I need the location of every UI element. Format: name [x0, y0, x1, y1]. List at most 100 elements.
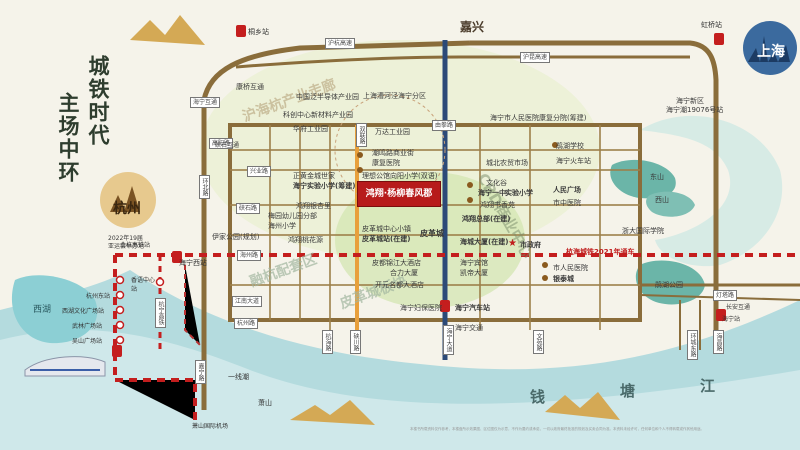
tag-kangqiao: 康桥互通: [236, 83, 264, 91]
hangzhou-note-2: 亚运会举办地: [108, 243, 145, 250]
xiangyu-station: 香语中心站: [131, 277, 156, 293]
hangzhou-east-station-icon: [112, 345, 122, 357]
tag-dingyang: 灯塔路: [713, 290, 738, 301]
place-pidu-hotel: 皮都锦江大酒店: [372, 259, 421, 267]
place-meiyuan: 梅园幼儿园分部: [268, 212, 317, 220]
qiantang-char-1: 钱: [530, 388, 546, 406]
place-hongxiang-yx: 鸿翔银杏里: [296, 202, 331, 210]
tag-wenyuan: 文苑路: [533, 330, 544, 354]
wulin-station: 武林广场站: [72, 323, 103, 330]
place-juanhu-school: 鹃湖学校: [556, 142, 584, 150]
place-yintai: 银泰城: [553, 275, 574, 283]
haining-west-station: 海宁西站: [179, 259, 207, 267]
tongxiang-station-icon: [236, 25, 246, 37]
place-city-gov: 市政府: [520, 241, 541, 249]
place-keji: 科创中心新材料产业园: [283, 111, 353, 119]
place-haicheng-ds: 海城大厦(在建): [460, 238, 509, 246]
tag-gaoyang: 高阳路: [209, 138, 234, 149]
place-haizhou-xx: 海州小学: [268, 222, 296, 230]
place-shanghai-xq: 上海漕河泾海宁分区: [363, 92, 426, 100]
tag-hangning: 杭宁高铁: [155, 298, 166, 328]
project-name: 鸿翔·杨柳春风郡: [365, 189, 433, 199]
place-hongxiang-th: 鸿翔桃花源: [288, 236, 323, 244]
place-dongshan: 东山: [650, 173, 664, 181]
tag-silian: 硖石路: [236, 203, 261, 214]
tag-huhang: 沪杭高速: [325, 38, 356, 49]
place-heli: 合力大厦: [390, 269, 418, 277]
place-haining-1st-middle: 海宁一中: [478, 189, 506, 197]
slogan-line1: 城铁时代: [86, 55, 111, 147]
tag-haining-ave: 海宁大道: [443, 325, 454, 355]
qiantang-char-2: 塘: [620, 382, 636, 400]
slogan-line2: 主场中环: [56, 92, 81, 184]
tag-shuangqiao: 双联路: [356, 123, 367, 147]
place-maternal-hospital: 海宁妇保医院: [400, 304, 442, 312]
place-kangfu: 康复医院: [372, 159, 400, 167]
place-changan-hutong: 长安互通: [726, 304, 751, 311]
place-kaidi: 凯帝大厦: [460, 269, 488, 277]
place-shiyan-xx: 实验小学: [505, 189, 533, 197]
tag-huanbei: 环北路: [199, 175, 210, 199]
place-people-hospital: 市人民医院: [553, 264, 588, 272]
place-hongxiang-hq: 鸿翔总部(在建): [462, 215, 511, 223]
project-highlight[interactable]: 鸿翔·杨柳春风郡: [357, 181, 441, 207]
jiaxing-label: 嘉兴: [460, 20, 485, 34]
wushan-station: 吴山广场站: [72, 338, 103, 345]
tag-hangzhou-rd: 杭州路: [234, 318, 259, 329]
place-haining-train: 海宁火车站: [556, 157, 591, 165]
tongxiang-station: 桐乡站: [248, 28, 269, 36]
intercity-label: 杭海城铁2021年通车: [566, 248, 635, 256]
west-lake-area: [11, 275, 98, 344]
hangzhou-east-station: 杭州东站: [86, 293, 111, 300]
place-wenhua: 文化谷: [486, 179, 507, 187]
place-haining-hospital-branch: 海宁市人民医院康复分院(筹建): [490, 114, 587, 122]
tag-haichang: 海昌路: [713, 330, 724, 354]
xiaoshan-airport: 萧山国际机场: [192, 423, 229, 430]
tag-yimeng: 嘉宁路: [195, 360, 206, 384]
place-xiashi-hutong: 硖石互通: [215, 142, 240, 149]
place-haining-hotel: 海宁宾馆: [460, 259, 488, 267]
yuhang-hsr-station: 余杭高铁站: [120, 242, 151, 249]
place-pgc: 皮革城: [420, 229, 444, 238]
place-kaiyuan: 开元名都大酒店: [375, 281, 424, 289]
tag-xinglin: 兴业路: [247, 166, 272, 177]
place-shiyan: 海宁实验小学(筹建): [293, 182, 356, 190]
shanghai-label: 上海: [757, 44, 785, 60]
place-juanhu-park: 鹃湖公园: [655, 281, 683, 289]
hongqiao-station: 虹桥站: [701, 21, 722, 29]
tag-hening: 杭海路: [322, 330, 333, 354]
place-haining-new: 海宁新区: [676, 97, 704, 105]
city-gov-star-icon: ★: [508, 238, 517, 249]
haining-station: 海宁站: [722, 316, 741, 323]
place-zhongguo-fz: 中国泛半导体产业园: [296, 93, 359, 101]
hongqiao-station-icon: [714, 33, 724, 45]
place-pgc-town: 皮革城中心小镇: [362, 225, 411, 233]
place-hongxiang-sx: 鸿翔书香苑: [480, 201, 515, 209]
place-chao-19076: 海宁潮19076号站: [666, 106, 724, 114]
place-zju-intl: 浙大国际学院: [622, 227, 664, 235]
qiantang-char-3: 江: [700, 377, 716, 395]
tag-fengjing: 硖川路: [350, 330, 361, 354]
place-pgc-station: 皮革城站(在建): [362, 235, 411, 243]
place-haining-transport: 海宁交通: [455, 324, 483, 332]
xihu-culture-station: 西湖文化广场站: [62, 308, 105, 315]
place-tcm-hospital: 市中医院: [553, 199, 581, 207]
tag-hukun: 沪昆高速: [520, 52, 551, 63]
tag-youzheng: 由拳路: [432, 120, 457, 131]
place-wanqi: 万达工业园: [375, 128, 410, 136]
place-yijia-park: 伊家公园(规划): [212, 233, 260, 241]
xiaoshan-label: 萧山: [258, 399, 272, 407]
xihu-label: 西湖: [33, 305, 52, 315]
place-zhenghuang: 正黄金城世家: [293, 172, 335, 180]
place-lixiang: 理想公馆: [362, 172, 390, 180]
place-people-sq: 人民广场: [553, 186, 581, 194]
place-chengbei-market: 城北农贸市场: [486, 159, 528, 167]
place-xiangyang: 向阳小学(双语): [390, 172, 438, 180]
place-chaoming-st: 潮鸣路商业街: [372, 149, 414, 157]
tag-haizhou: 海州路: [237, 250, 262, 261]
tag-jiangnan: 江南大道: [232, 296, 263, 307]
tag-haining-hutong: 海宁互通: [190, 97, 221, 108]
place-huaxi-gc: 华府工业园: [293, 125, 328, 133]
place-bus-station: 海宁汽车站: [455, 304, 490, 312]
